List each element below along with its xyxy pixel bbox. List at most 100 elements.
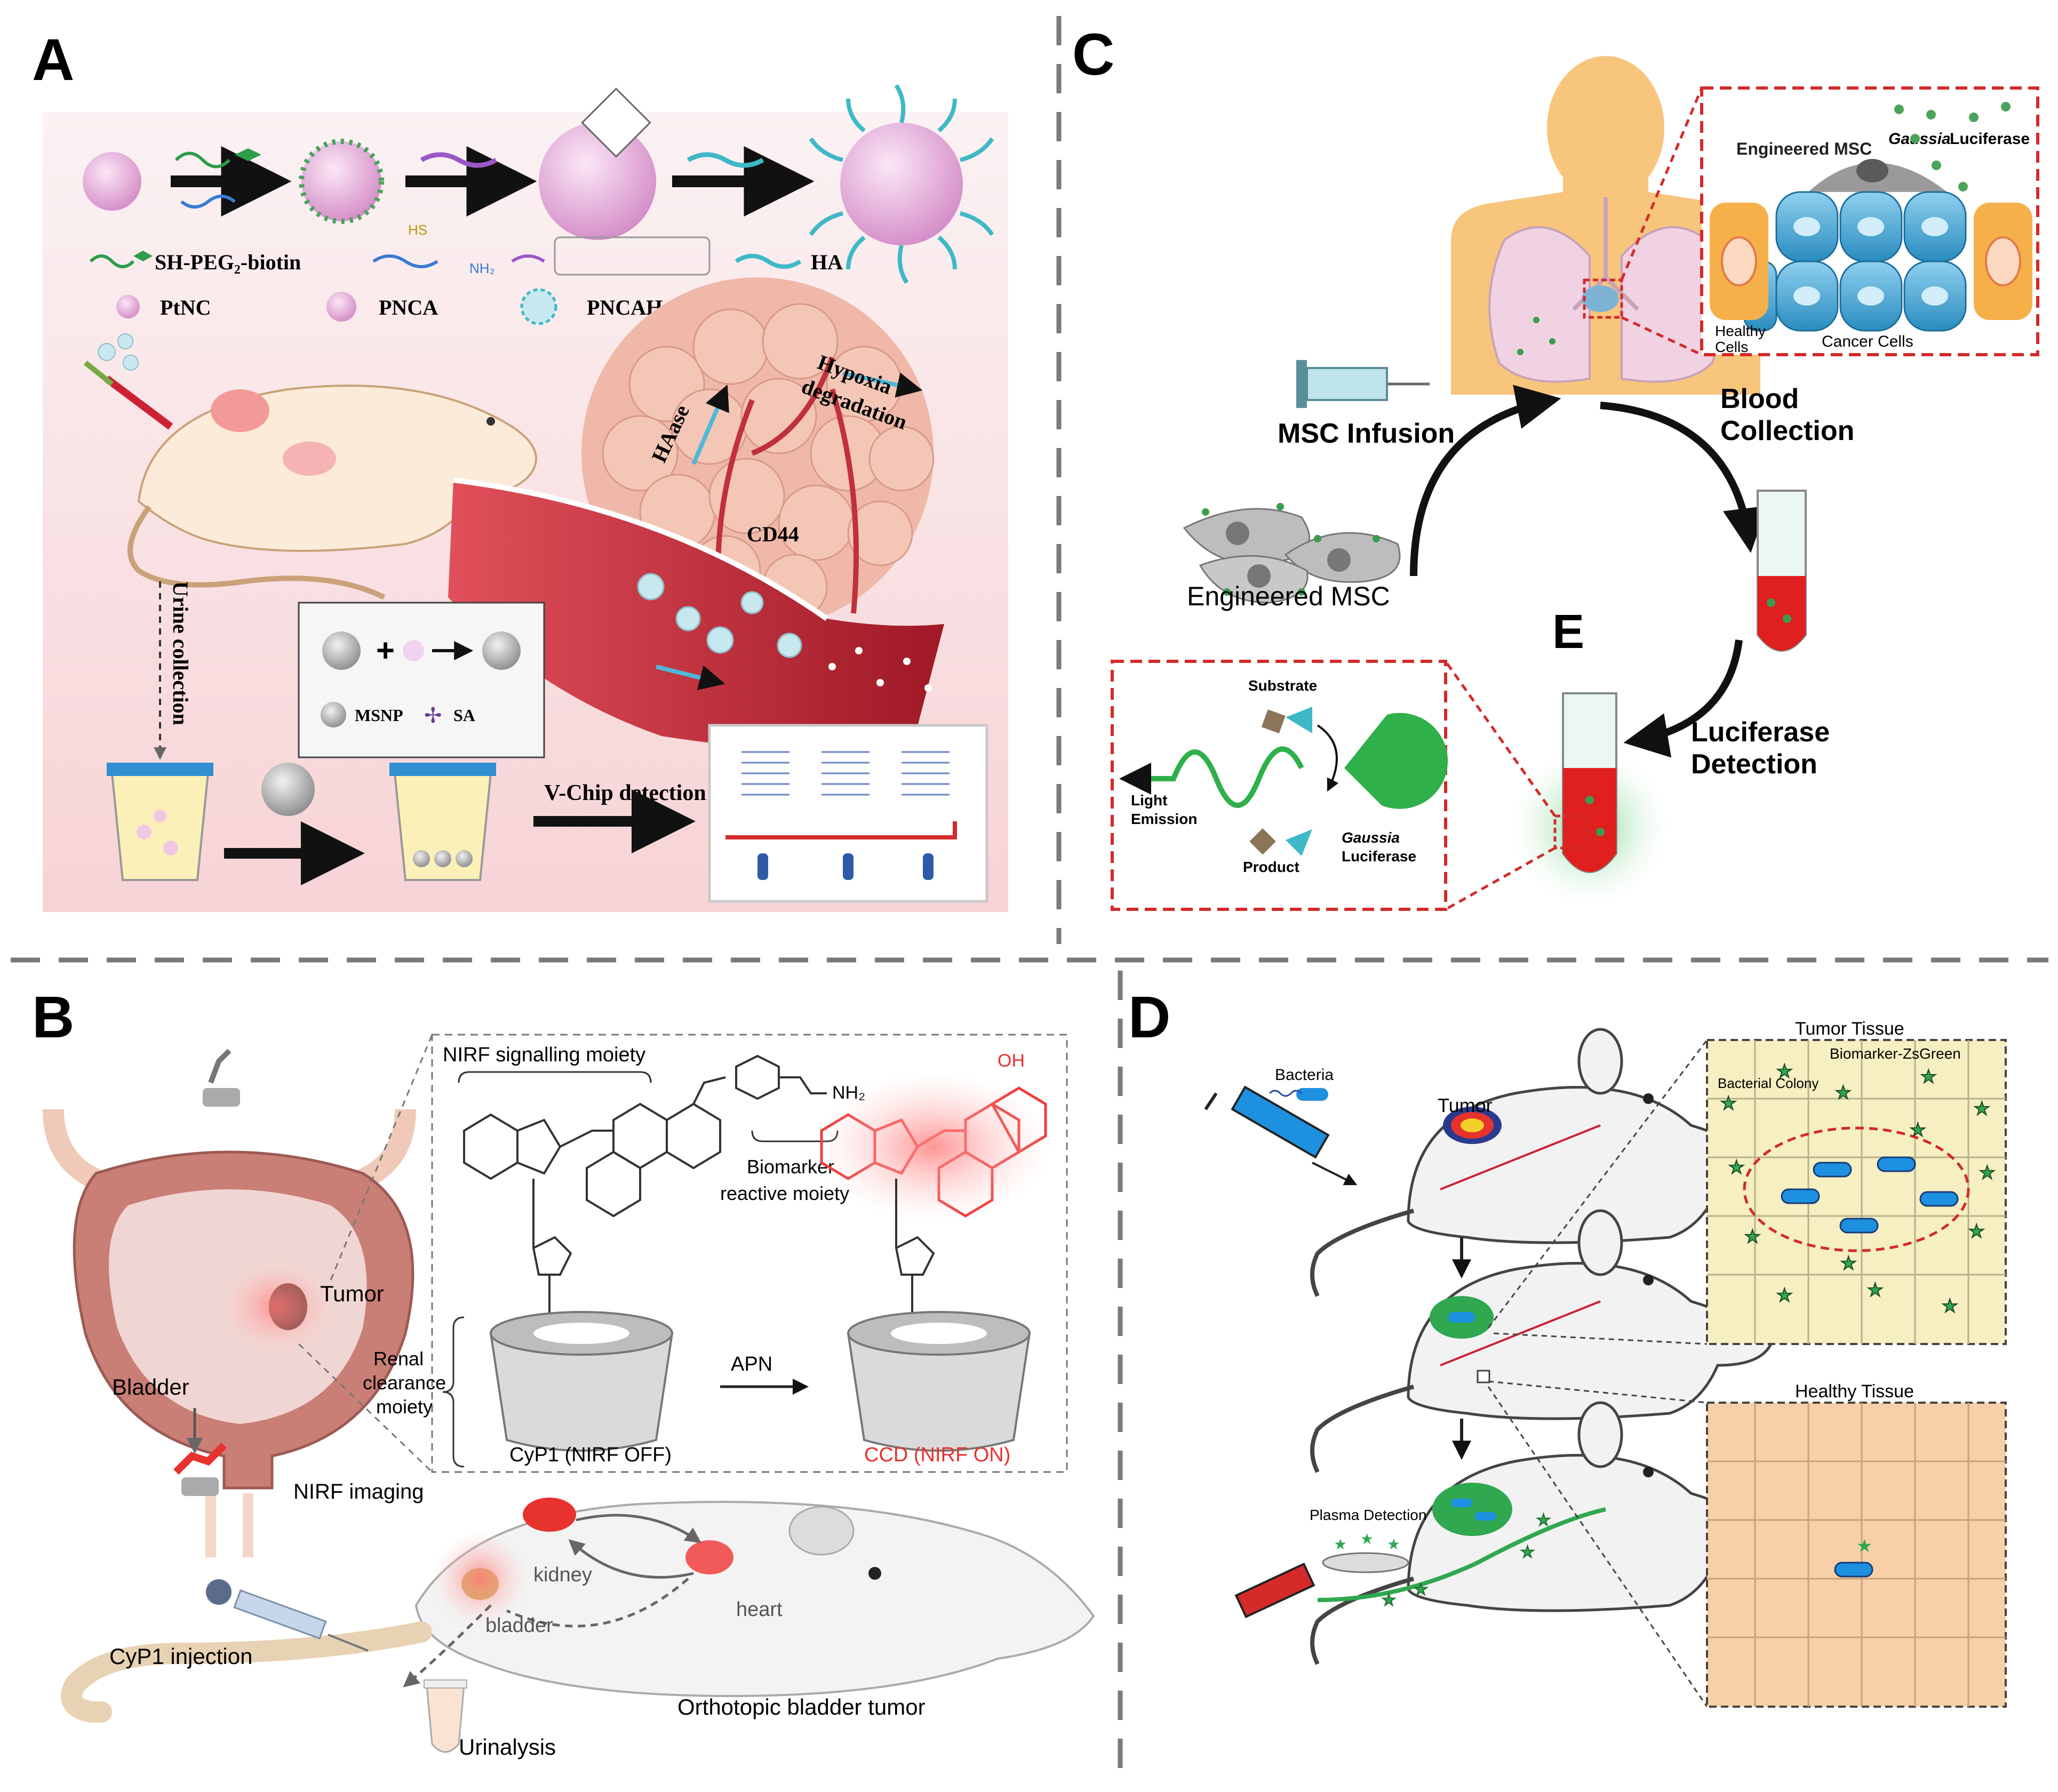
luciferase-inset: Substrate Light Emission Product Gaussia…	[1111, 660, 1557, 911]
label-plasma-detection: Plasma Detection	[1310, 1507, 1426, 1523]
label-engineered-msc-inset: Engineered MSC	[1736, 139, 1872, 158]
label-tumor-tissue: Tumor Tissue	[1795, 1019, 1904, 1039]
label-msnp: MSNP	[355, 706, 403, 725]
mouse-d-1	[1310, 1028, 1773, 1297]
healthy-tissue-inset: Healthy Tissue ★	[1487, 1380, 2007, 1708]
msc-inset: Engineered MSC Gaussia Luciferase	[1620, 86, 2039, 356]
label-light-1: Light	[1131, 792, 1167, 809]
pncah-sphere-icon	[840, 123, 963, 245]
label-tumor-b: Tumor	[320, 1281, 384, 1306]
svg-text:★: ★	[1334, 1536, 1347, 1553]
label-bacterial-colony: Bacterial Colony	[1718, 1075, 1818, 1091]
label-urine-collection: Urine collection	[169, 581, 193, 725]
mouse-a	[83, 333, 537, 600]
label-biomarker-reactive-2: reactive moiety	[720, 1182, 849, 1204]
pnca-sphere-icon	[539, 123, 656, 240]
label-blood-2: Collection	[1720, 415, 1854, 446]
label-heart: heart	[736, 1598, 783, 1621]
label-urinalysis: Urinalysis	[459, 1734, 556, 1759]
plasma-tube-icon	[1234, 1562, 1315, 1619]
synthesis-row	[83, 84, 994, 284]
svg-text:★: ★	[1414, 1581, 1428, 1598]
linker-hs: HS	[408, 222, 427, 238]
mouse-b: NIRF imaging kidney heart bladder CyP1 i…	[61, 1480, 1095, 1759]
label-renal-3: moiety	[376, 1396, 433, 1418]
tumor-cluster: HAase Hypoxia degradation CD44	[581, 277, 935, 629]
label-healthy-1: Healthy	[1715, 323, 1766, 339]
label-lucdet-2: Detection	[1691, 749, 1817, 780]
sa-icon: ✢	[424, 704, 442, 727]
label-bladder: bladder	[485, 1614, 553, 1637]
label-engineered-msc: Engineered MSC	[1187, 581, 1390, 611]
label-gaussia-2: Gaussia	[1342, 829, 1400, 846]
label-healthy-tissue: Healthy Tissue	[1795, 1381, 1914, 1402]
label-cyp1: CyP1 (NIRF OFF)	[509, 1444, 672, 1466]
legend-sh-peg: SH-PEG₂-biotin	[155, 250, 301, 274]
svg-text:★: ★	[1720, 1093, 1736, 1114]
label-luciferase-word: Luciferase	[1950, 130, 2030, 148]
svg-text:★: ★	[1910, 1120, 1926, 1140]
urine-tube-icon	[424, 1679, 467, 1753]
svg-text:+: +	[376, 633, 395, 668]
svg-text:★: ★	[1728, 1157, 1744, 1178]
svg-text:★: ★	[1920, 1067, 1936, 1087]
chem-inset: NIRF signalling moiety NH₂ Biomarker r	[298, 1034, 1068, 1473]
mouse-d-3: ★★★ ★ ★★★	[1234, 1401, 1773, 1665]
svg-text:★: ★	[1382, 1591, 1396, 1609]
panel-b: B Tumor Bladder NIRF signalling moiety	[32, 985, 1095, 1759]
bacteria-syringe-icon	[1204, 1085, 1358, 1186]
label-healthy-2: Cells	[1715, 339, 1748, 355]
urine-collection: Urine collection	[107, 581, 213, 881]
svg-text:★: ★	[1968, 1221, 1984, 1242]
label-bacteria: Bacteria	[1275, 1066, 1334, 1084]
oh-label: OH	[998, 1051, 1025, 1071]
panel-b-label: B	[32, 985, 74, 1050]
linker-nh2: NH₂	[469, 260, 495, 276]
legend-pnca: PNCA	[379, 295, 438, 319]
svg-text:★: ★	[1840, 1253, 1856, 1274]
bladder-diagram: Tumor Bladder	[43, 1049, 416, 1557]
label-msc-infusion: MSC Infusion	[1278, 418, 1455, 449]
label-blood-1: Blood	[1720, 383, 1799, 414]
label-bladder-b: Bladder	[112, 1374, 189, 1399]
msc-cycle: MSC Infusion Blood Collection Engineered…	[1183, 360, 1854, 907]
label-renal-1: Renal	[373, 1348, 424, 1370]
svg-text:★: ★	[1520, 1543, 1535, 1561]
svg-text:★: ★	[1536, 1511, 1551, 1529]
syringe-c-icon	[1296, 360, 1430, 408]
label-ccd: CCD (NIRF ON)	[864, 1444, 1010, 1466]
svg-text:★: ★	[1776, 1285, 1792, 1306]
label-biomarker: Biomarker-ZsGreen	[1830, 1045, 1961, 1062]
syringe-b-icon	[206, 1579, 369, 1652]
label-nirf-signal: NIRF signalling moiety	[443, 1044, 645, 1066]
label-renal-2: clearance	[363, 1372, 446, 1394]
label-cyp1-injection: CyP1 injection	[109, 1644, 252, 1669]
panel-dividers	[11, 16, 2048, 1781]
label-orthotopic: Orthotopic bladder tumor	[677, 1694, 926, 1719]
blood-vessel	[448, 477, 944, 750]
svg-text:★: ★	[1979, 1163, 1995, 1183]
svg-text:★: ★	[1360, 1531, 1374, 1547]
label-luciferase-2: Luciferase	[1342, 848, 1416, 865]
panel-d: D Bacteria Tumor	[1128, 985, 2007, 1708]
label-lucdet-1: Luciferase	[1691, 717, 1830, 748]
svg-text:★: ★	[1974, 1099, 1990, 1119]
label-vchip-detection: V-Chip detection	[544, 781, 706, 805]
urine-cup-lid-icon	[107, 763, 213, 776]
label-cancer-cells: Cancer Cells	[1822, 333, 1913, 350]
panel-a: A SH-PE	[32, 27, 1008, 912]
label-e: E	[1552, 605, 1584, 659]
tumor-tissue-inset: Tumor Tissue ★★★★ ★★★★ ★★★★ ★★ Biomarker…	[1487, 1019, 2007, 1345]
label-apn: APN	[731, 1353, 772, 1375]
svg-text:★: ★	[1835, 1083, 1851, 1103]
label-nirf-imaging: NIRF imaging	[293, 1480, 424, 1503]
svg-text:★: ★	[1776, 1061, 1792, 1082]
ptnc-peg-sphere-icon	[299, 139, 384, 224]
human-body	[1451, 56, 1760, 395]
urine-cup-2-lid-icon	[389, 763, 496, 776]
msc-cells	[1183, 503, 1401, 604]
label-tumor-d: Tumor	[1438, 1094, 1493, 1116]
label-sa: SA	[453, 706, 475, 725]
label-cd44: CD44	[747, 522, 799, 546]
svg-text:★: ★	[1942, 1296, 1958, 1316]
